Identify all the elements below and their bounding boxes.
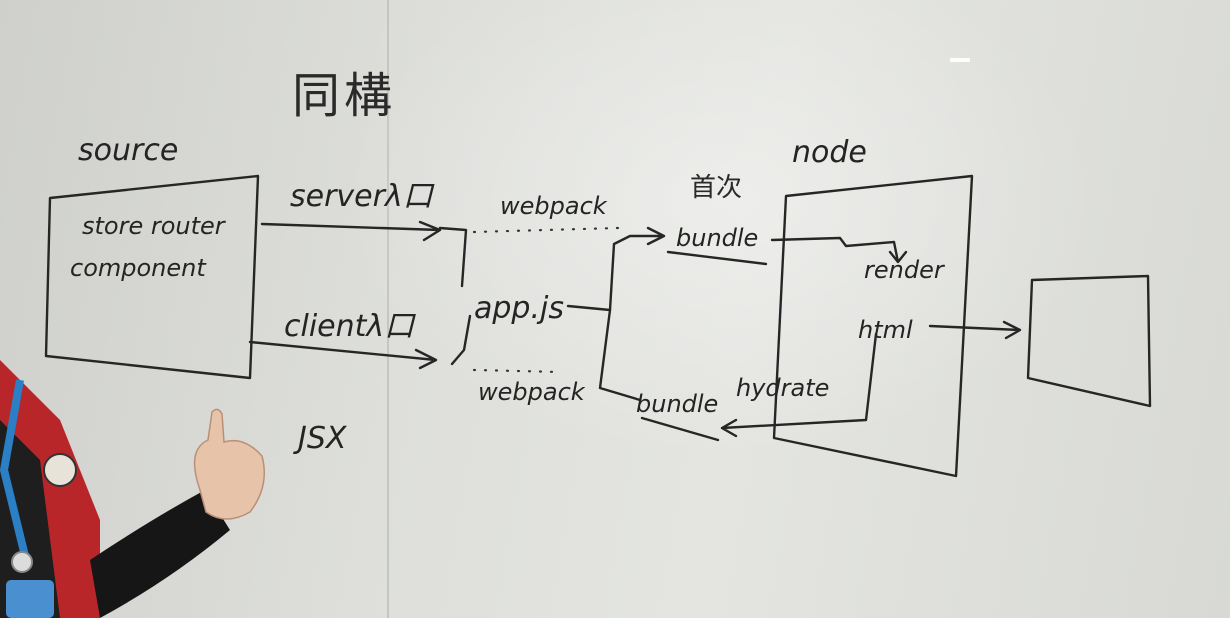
id-badge (6, 580, 54, 618)
source-box-line1: store router (82, 212, 227, 240)
bundle-to-render (770, 236, 908, 264)
source-box-line2: component (70, 254, 207, 282)
source-box (44, 174, 260, 380)
jacket-patch (43, 453, 77, 487)
lanyard (0, 379, 30, 561)
first-load-note: 首次 (690, 173, 742, 203)
presenter (0, 360, 265, 618)
badge-clip (11, 551, 33, 573)
title-text: 同構 (292, 68, 396, 124)
output-box (1026, 274, 1152, 408)
bundle-bottom-underline (640, 416, 720, 442)
render-label: render (864, 256, 946, 284)
source-label: source (78, 133, 178, 168)
app-bracket (438, 226, 472, 366)
webpack-bottom-label: webpack (478, 378, 586, 406)
arm-sleeve (90, 490, 230, 618)
bundle-top-label: bundle (676, 224, 758, 252)
app-to-bundle-top (566, 226, 666, 312)
html-label: html (858, 316, 913, 344)
webpack-top-dots (472, 226, 620, 234)
html-arrow (928, 320, 1022, 340)
client-arrow (248, 340, 438, 370)
bundle-bottom-label: bundle (636, 390, 718, 418)
hand (193, 408, 265, 520)
light-glare (340, 0, 1100, 460)
node-box (772, 174, 974, 478)
server-arrow (260, 220, 442, 242)
server-entry-label: serverλ口 (290, 179, 435, 214)
light-reflection (950, 58, 970, 62)
app-to-bundle-bottom (598, 308, 642, 402)
bundle-top-underline (666, 250, 768, 266)
node-label: node (792, 135, 867, 170)
app-js-label: app.js (474, 291, 564, 326)
hydrate-arrow (720, 332, 878, 438)
jsx-label: JSX (293, 421, 348, 456)
hydrate-label: hydrate (736, 374, 829, 402)
webpack-top-label: webpack (500, 192, 608, 220)
client-entry-label: clientλ口 (284, 309, 416, 344)
webpack-bottom-dots (472, 368, 562, 374)
